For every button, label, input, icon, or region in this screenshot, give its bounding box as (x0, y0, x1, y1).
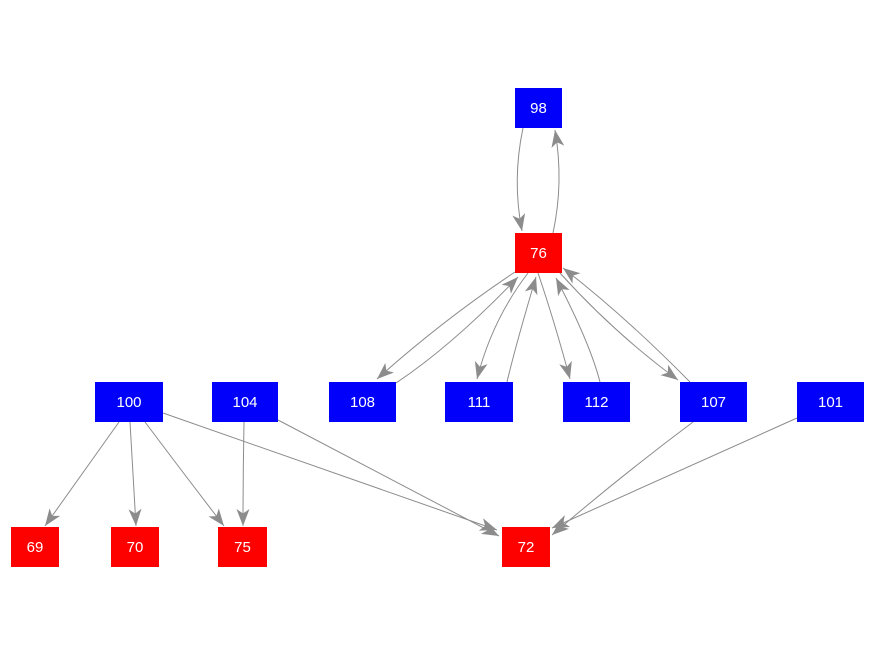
node-98[interactable]: 98 (515, 88, 562, 128)
node-70[interactable]: 70 (111, 527, 159, 567)
edge-112-76 (555, 277, 601, 383)
node-111[interactable]: 111 (445, 382, 513, 422)
edge-76-111 (474, 272, 529, 380)
node-76[interactable]: 76 (515, 233, 562, 273)
edge-76-108 (376, 271, 516, 380)
edge-104-72 (277, 419, 500, 537)
edge-76-107 (559, 272, 679, 381)
edge-104-75 (236, 421, 250, 527)
node-75[interactable]: 75 (218, 527, 267, 567)
edge-108-76 (395, 276, 519, 384)
edge-100-70 (128, 421, 142, 527)
node-72[interactable]: 72 (502, 527, 550, 567)
edge-111-76 (506, 276, 538, 383)
node-69[interactable]: 69 (11, 527, 59, 567)
node-104[interactable]: 104 (212, 382, 278, 422)
edge-100-75 (144, 421, 225, 527)
node-107[interactable]: 107 (680, 382, 747, 422)
node-101[interactable]: 101 (797, 382, 864, 422)
node-108[interactable]: 108 (329, 382, 396, 422)
node-112[interactable]: 112 (563, 382, 630, 422)
edge-76-112 (537, 272, 572, 380)
edge-100-72 (162, 412, 498, 531)
edge-101-72 (551, 417, 798, 529)
edge-76-98 (551, 129, 565, 234)
node-100[interactable]: 100 (95, 382, 163, 422)
edge-107-76 (562, 267, 691, 383)
edge-100-69 (44, 421, 120, 527)
edge-98-76 (512, 127, 526, 232)
